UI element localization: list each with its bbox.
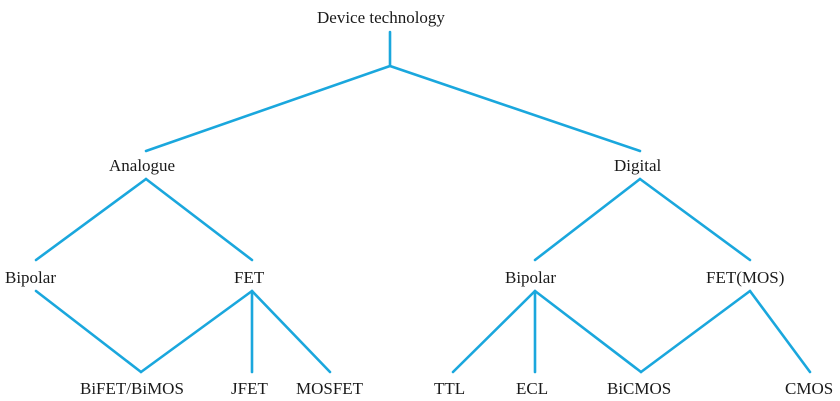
node-mosfet: MOSFET <box>296 379 364 398</box>
edge-analogue-bipolar <box>34 177 148 262</box>
edge-fetmos-cmos <box>748 289 812 374</box>
edge-root-analogue <box>144 64 392 153</box>
edge-fet-bifet <box>139 289 254 374</box>
edge-dbipolar-ttl <box>451 289 537 374</box>
edge-digital-bipolar <box>533 177 642 262</box>
node-analogue-bipolar: Bipolar <box>5 268 56 287</box>
node-digital-bipolar: Bipolar <box>505 268 556 287</box>
node-digital-fet-mos: FET(MOS) <box>706 268 785 287</box>
node-ecl: ECL <box>516 379 549 398</box>
node-ttl: TTL <box>434 379 466 398</box>
node-analogue-fet: FET <box>234 268 265 287</box>
edge-bipolar-bifet <box>34 289 143 374</box>
node-digital: Digital <box>614 156 662 175</box>
edge-analogue-fet <box>144 177 254 262</box>
node-analogue: Analogue <box>109 156 176 175</box>
node-bicmos: BiCMOS <box>607 379 672 398</box>
edge-digital-fetmos <box>638 177 752 262</box>
node-bifet-bimos: BiFET/BiMOS <box>80 379 184 398</box>
edge-fetmos-bicmos <box>639 289 752 374</box>
edge-fet-mosfet <box>250 289 332 374</box>
edge-root-digital <box>388 64 642 153</box>
node-jfet: JFET <box>231 379 268 398</box>
node-device-technology: Device technology <box>317 8 445 27</box>
edge-dbipolar-bicmos <box>533 289 643 374</box>
node-cmos: CMOS <box>785 379 834 398</box>
